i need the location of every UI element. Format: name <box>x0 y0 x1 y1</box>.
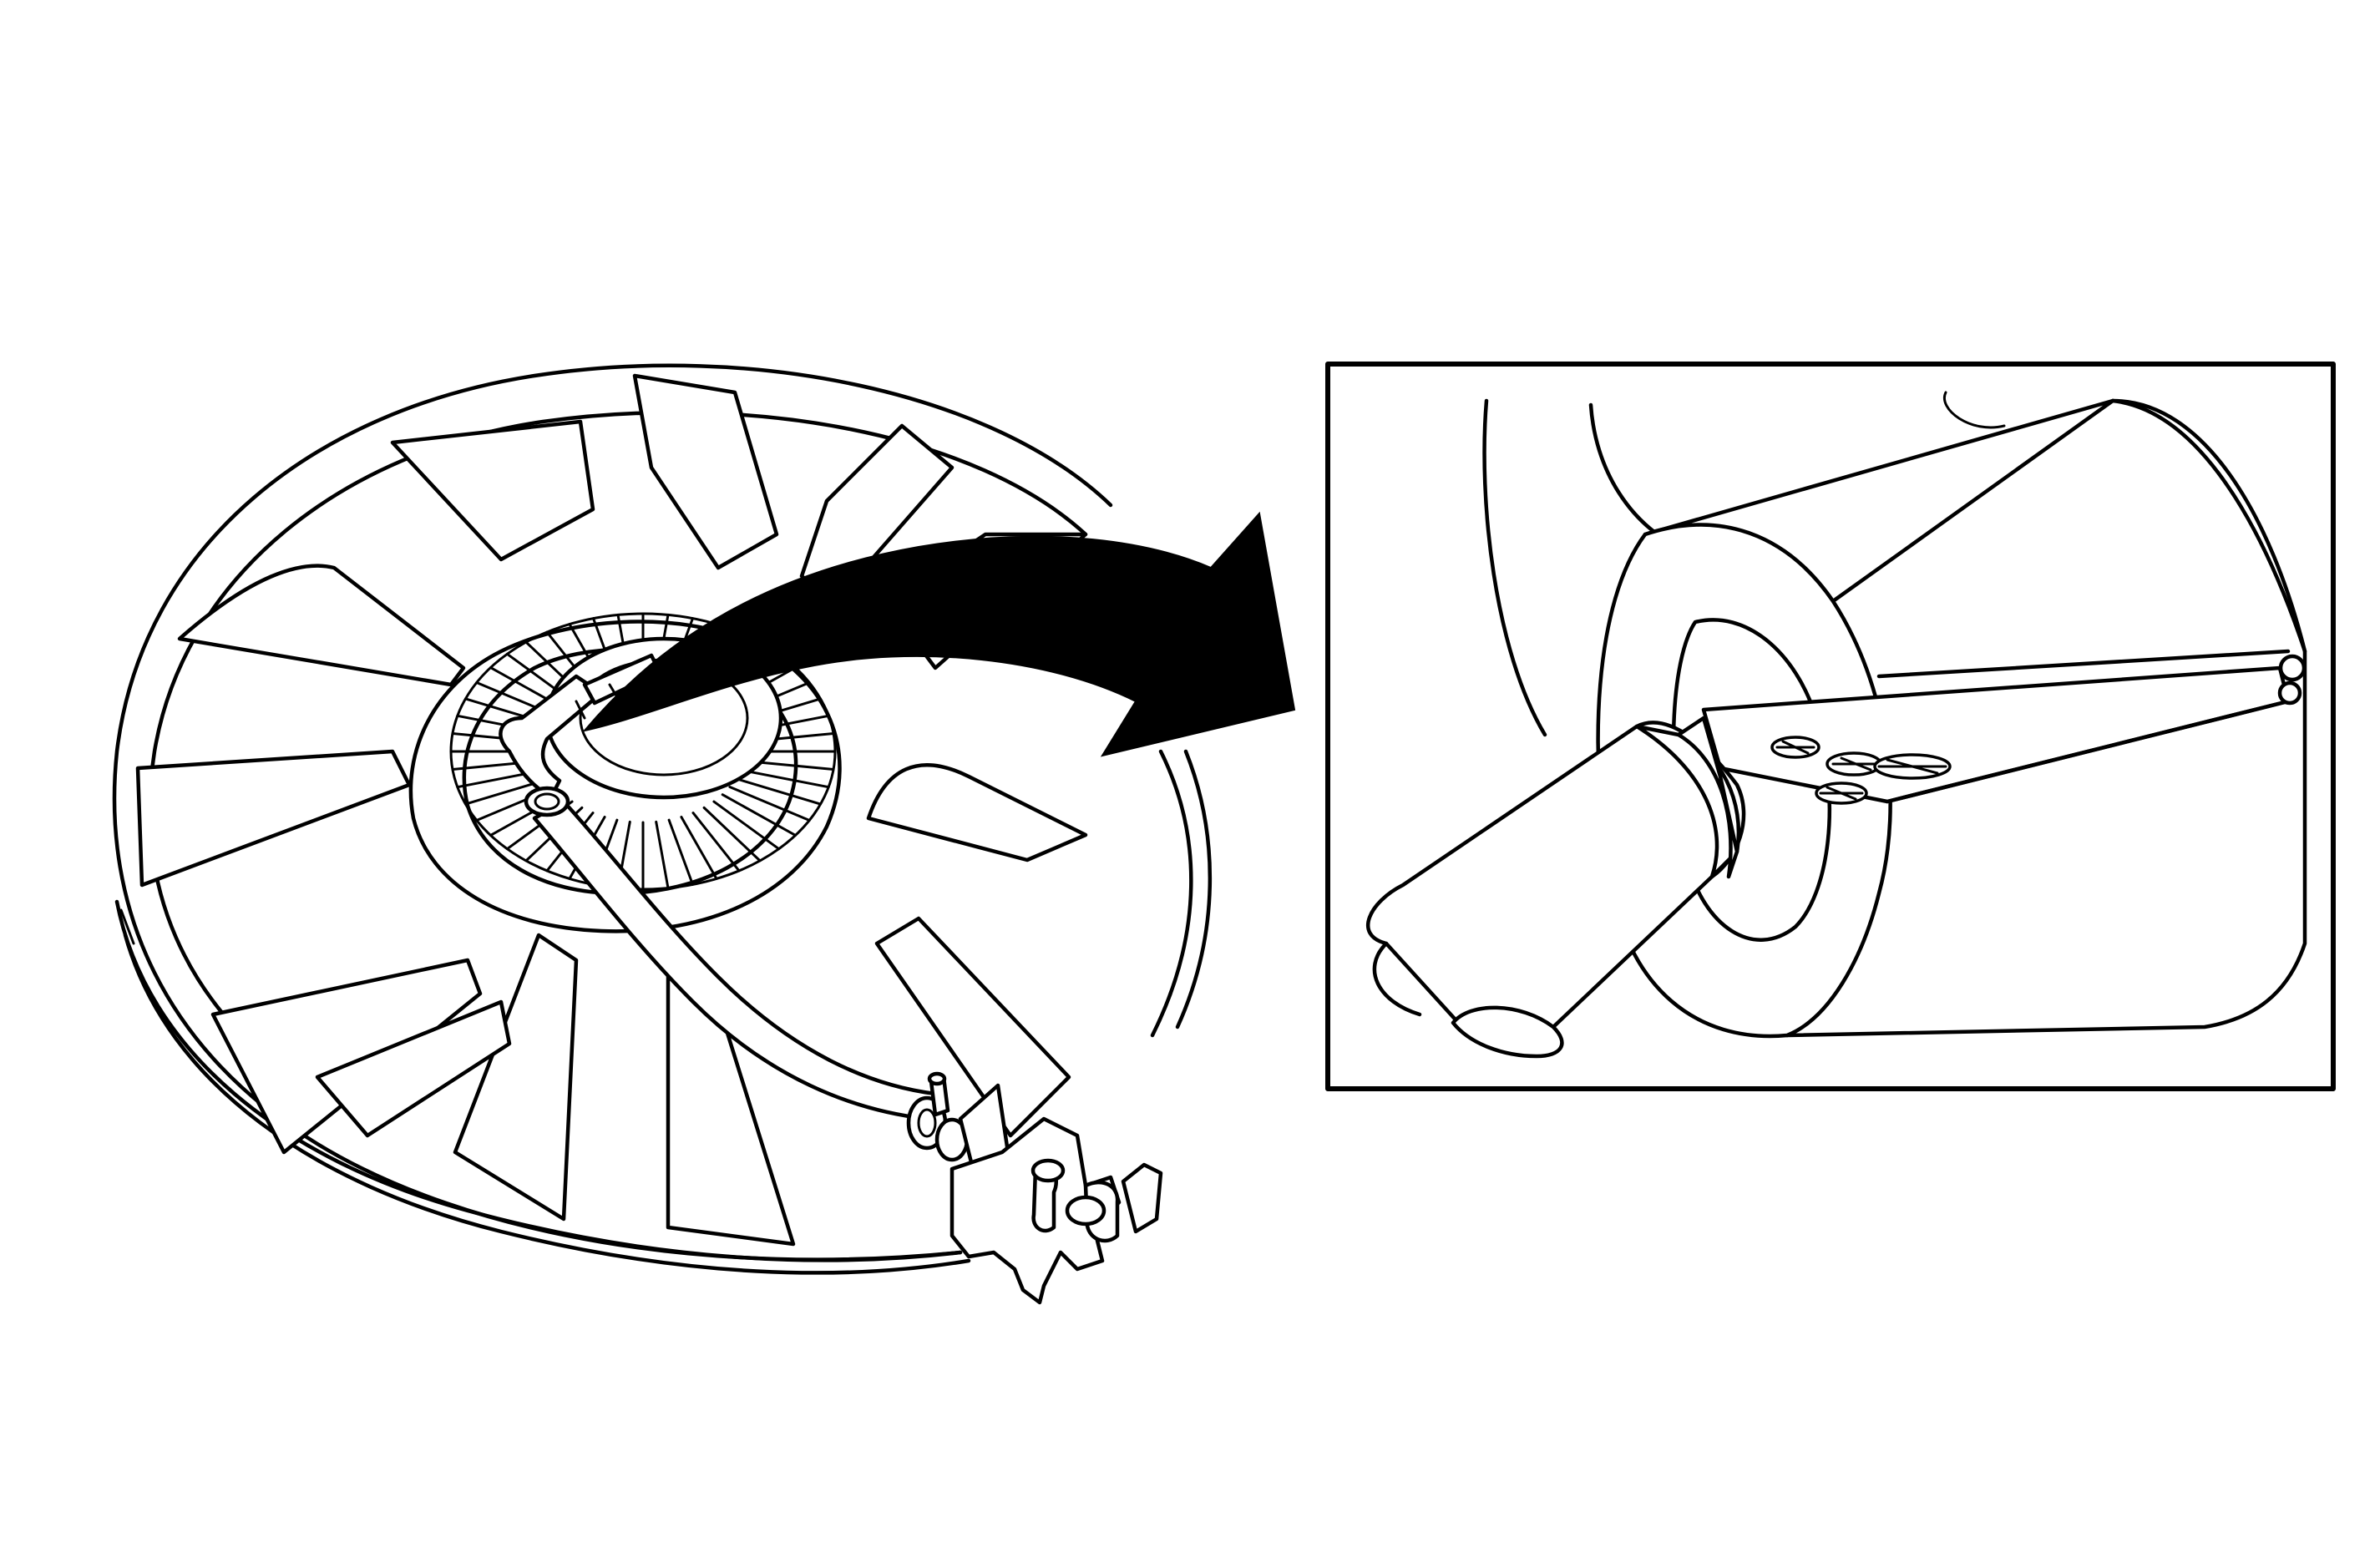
fan-blade <box>453 933 579 1222</box>
hub-fin <box>721 793 797 837</box>
fan-blade <box>874 916 1071 1138</box>
fan-blade <box>866 763 1088 862</box>
fan-shroud-ring <box>112 363 1213 1275</box>
fan-blade <box>632 373 779 570</box>
hub-fin <box>738 768 830 789</box>
fan-blade <box>390 419 595 562</box>
hub-fin <box>712 800 781 851</box>
hub-fin <box>680 816 718 880</box>
fan-mount-bracket <box>949 1116 1163 1305</box>
detail-hatch-marks <box>1770 736 1952 805</box>
hub-fin <box>691 812 741 873</box>
hub-fin <box>667 818 694 886</box>
detail-inset-frame <box>1325 362 2336 1091</box>
hub-fin <box>734 777 822 806</box>
hub-fin-outline <box>449 612 837 891</box>
hub-fin <box>702 806 762 862</box>
fan-blade <box>315 999 512 1138</box>
detail-inset <box>1325 362 2336 1091</box>
hub-fin <box>655 820 670 890</box>
detail-probe <box>1366 716 1746 1059</box>
fan-blade <box>177 564 466 687</box>
hub-fin <box>728 786 811 822</box>
callout-arrow <box>582 511 1296 757</box>
fan-blade <box>135 749 412 888</box>
fan-assembly <box>112 363 1213 1305</box>
fan-blade <box>210 958 483 1155</box>
